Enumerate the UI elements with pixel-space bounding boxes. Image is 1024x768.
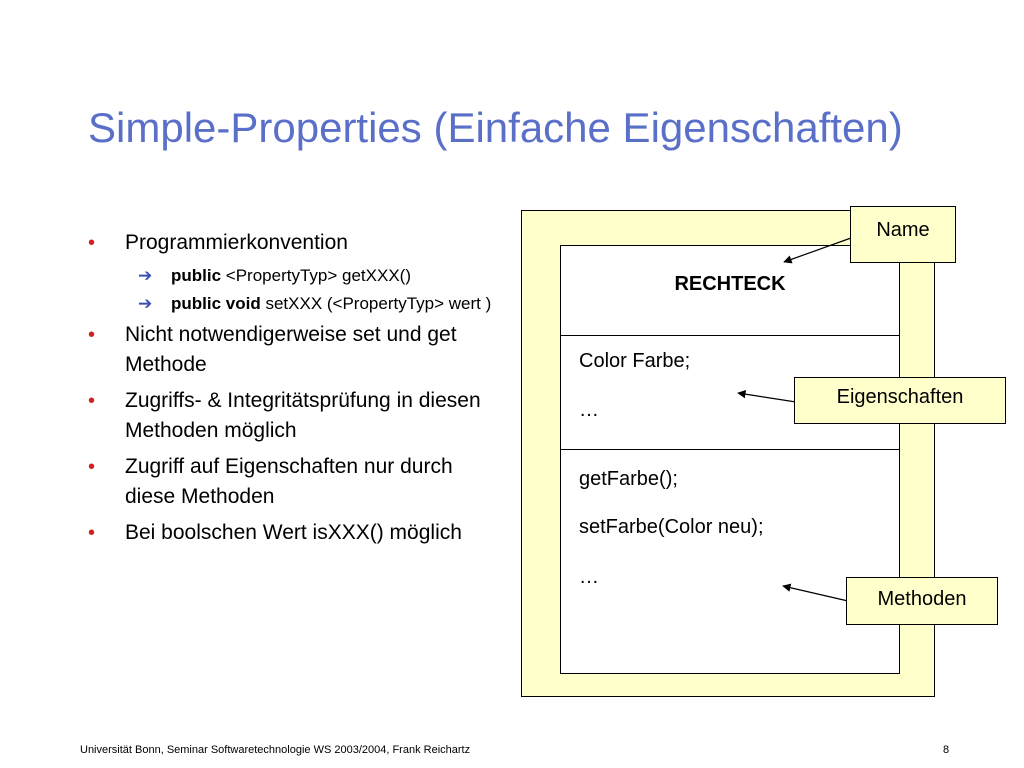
callout-label: Name — [876, 219, 930, 241]
callout-label: Eigenschaften — [836, 386, 964, 408]
class-name: RECHTECK — [674, 273, 786, 295]
method-ellipsis: … — [579, 566, 599, 588]
arrow-right-icon: ➔ — [138, 266, 153, 285]
bullet-text: Programmierkonvention — [125, 231, 348, 254]
bullet-item: • Nicht notwendigerweise set und get Met… — [88, 320, 508, 380]
arrow-right-icon: ➔ — [138, 294, 153, 313]
bullet-item: • Bei boolschen Wert isXXX() möglich — [88, 518, 508, 548]
method-line: getFarbe(); — [579, 468, 678, 490]
bullet-item: • Programmierkonvention — [88, 228, 508, 258]
page-number: 8 — [943, 744, 950, 756]
bullet-text: Zugriffs- & Integritätsprüfung in diesen… — [125, 389, 481, 442]
slide-title: Simple-Properties (Einfache Eigenschafte… — [88, 104, 903, 151]
bullet-item: • Zugriff auf Eigenschaften nur durch di… — [88, 452, 508, 512]
bullet-dot-icon: • — [88, 324, 96, 346]
sub-bullet-text: setXXX (<PropertyTyp> wert ) — [260, 294, 492, 313]
bullet-item: • Zugriffs- & Integritätsprüfung in dies… — [88, 386, 508, 446]
method-line: setFarbe(Color neu); — [579, 516, 764, 538]
bullet-dot-icon: • — [88, 522, 96, 544]
bullet-list: • Programmierkonvention ➔ public <Proper… — [88, 228, 508, 554]
property-line: Color Farbe; — [579, 350, 691, 372]
class-name-section: RECHTECK — [561, 246, 899, 336]
slide-footer: Universität Bonn, Seminar Softwaretechno… — [80, 744, 471, 756]
keyword-text: public — [171, 266, 222, 285]
class-diagram-box: RECHTECK Color Farbe; … getFarbe(); setF… — [560, 245, 900, 674]
sub-bullet-item: ➔ public void setXXX (<PropertyTyp> wert… — [138, 292, 508, 316]
bullet-dot-icon: • — [88, 390, 96, 412]
sub-bullet-item: ➔ public <PropertyTyp> getXXX() — [138, 264, 508, 288]
properties-section: Color Farbe; … — [561, 336, 899, 450]
bullet-text: Zugriff auf Eigenschaften nur durch dies… — [125, 455, 453, 508]
callout-label: Methoden — [877, 588, 967, 610]
bullet-dot-icon: • — [88, 456, 96, 478]
property-ellipsis: … — [579, 399, 599, 421]
keyword-text: public void — [171, 294, 261, 313]
bullet-text: Nicht notwendigerweise set und get Metho… — [125, 323, 457, 376]
bullet-text: Bei boolschen Wert isXXX() möglich — [125, 521, 462, 544]
methods-callout: Methoden — [846, 577, 998, 625]
name-callout: Name — [850, 206, 956, 263]
sub-bullet-text: <PropertyTyp> getXXX() — [221, 266, 411, 285]
bullet-dot-icon: • — [88, 232, 96, 254]
properties-callout: Eigenschaften — [794, 377, 1006, 424]
